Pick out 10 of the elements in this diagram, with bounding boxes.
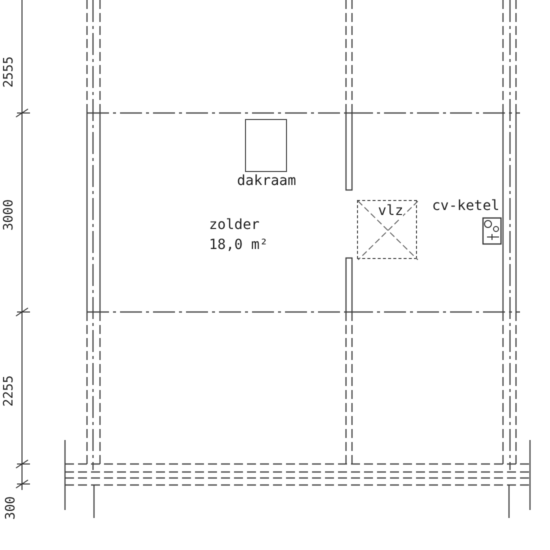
dimension-value: 2255 [2,375,18,407]
dimension-value: 300 [4,496,20,520]
boiler-label: cv-ketel [432,198,500,214]
skylight-label: dakraam [237,173,296,189]
dimension-value: 2555 [2,56,18,88]
room-name: zolder [209,217,260,233]
void-label: vlz [378,203,404,219]
stair-void [357,200,417,259]
dimension-value: 3000 [2,199,18,231]
room-area: 18,0 m² [209,237,268,253]
